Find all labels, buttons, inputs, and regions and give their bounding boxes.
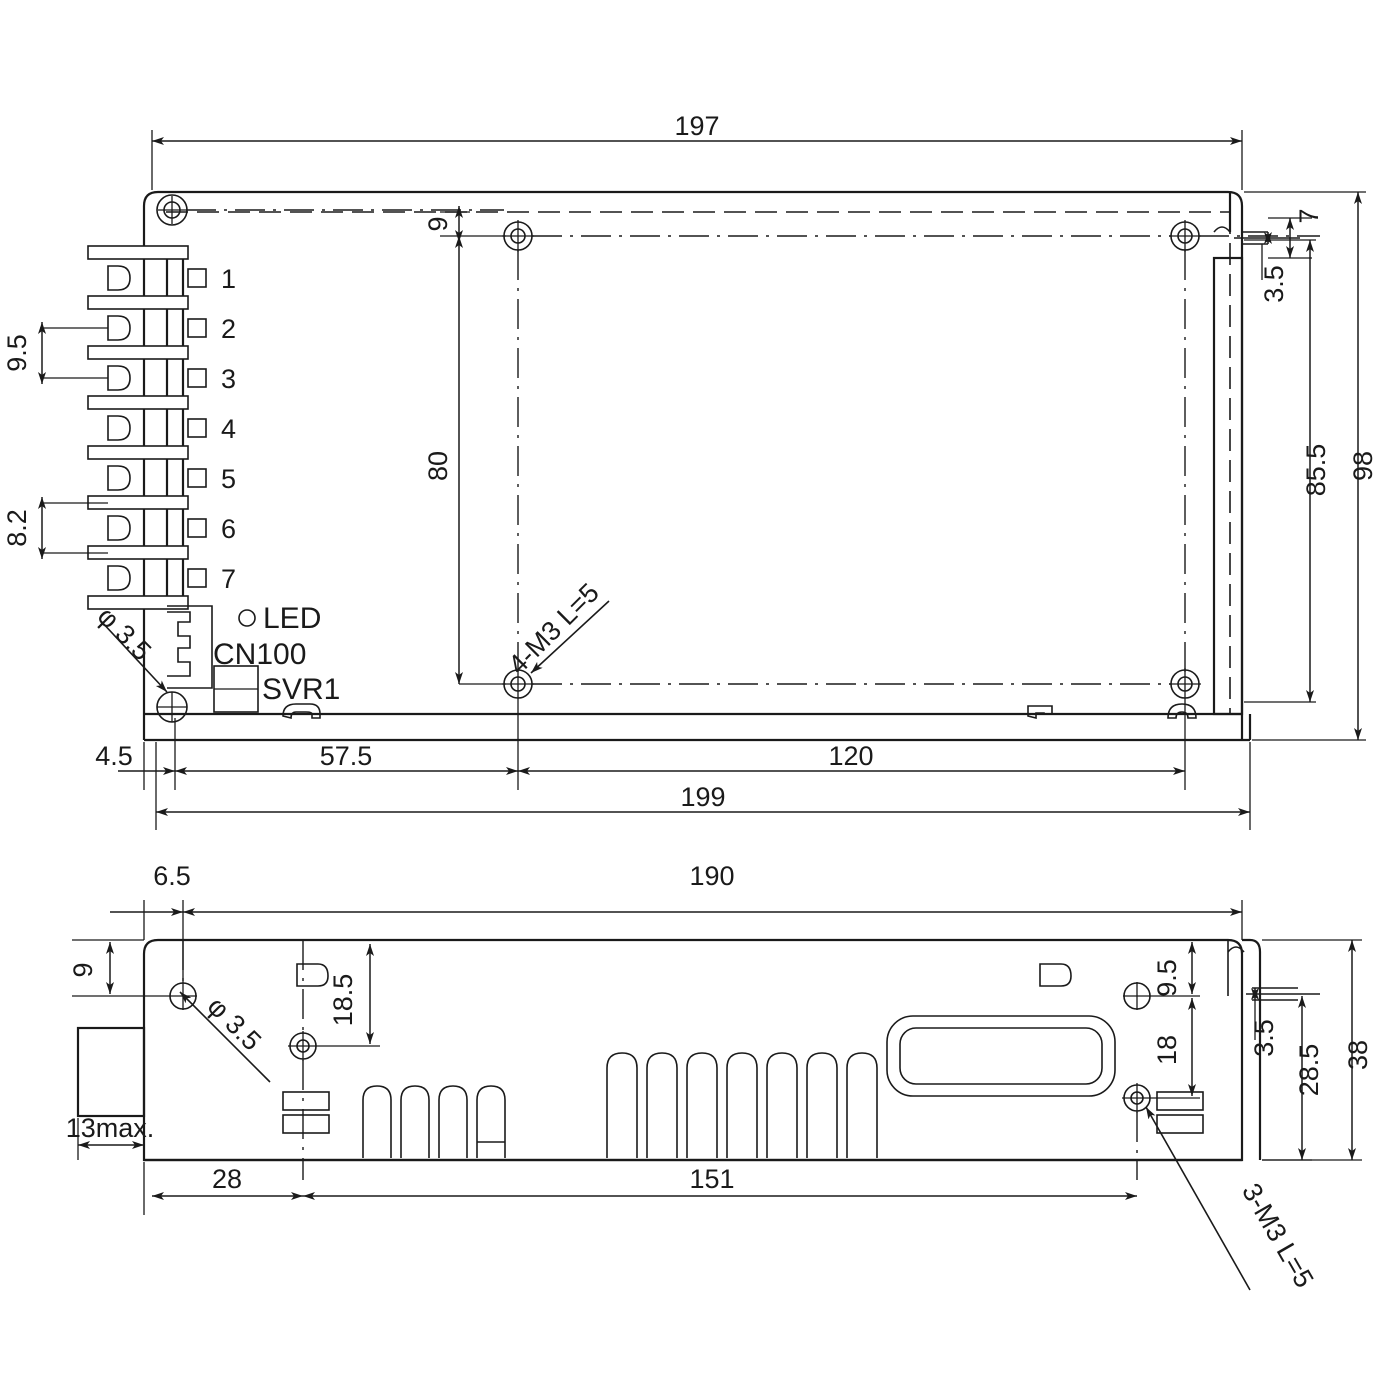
label-led: LED (263, 602, 321, 635)
dim-4p5 (118, 718, 176, 790)
leader-phi35-side (179, 991, 271, 1083)
dim-7 (1268, 217, 1312, 259)
callout-3-m3: 3-M3 L=5 (1236, 1178, 1319, 1292)
dim-label-18p5: 18.5 (328, 974, 358, 1027)
dim-label-9p5-side: 9.5 (1152, 959, 1182, 997)
dim-label-28p5: 28.5 (1294, 1044, 1324, 1097)
dim-197 (151, 130, 1243, 190)
dim-199 (155, 742, 1251, 830)
dim-190 (183, 900, 1243, 940)
bottom-flange-tabs (282, 703, 1197, 720)
dim-80 (455, 236, 506, 685)
side-view-label-plate (886, 1015, 1116, 1097)
dim-9p5-side (1151, 942, 1200, 997)
mount-hole-top-right (1169, 220, 1201, 252)
label-cn100: CN100 (213, 638, 306, 671)
terminal-pin-markers (187, 268, 207, 588)
dim-38 (1262, 939, 1362, 1161)
led-symbol (238, 609, 256, 627)
dim-label-120: 120 (828, 741, 873, 771)
dim-label-98: 98 (1348, 451, 1378, 481)
side-view-body-outline (142, 938, 1244, 1162)
dim-85p5 (1244, 239, 1316, 703)
terminal-separator-plates (87, 245, 189, 610)
pin-label-7: 7 (221, 564, 236, 594)
dim-57p5 (175, 700, 519, 790)
side-view-holes (169, 940, 1152, 1180)
dim-label-18-side: 18 (1152, 1035, 1182, 1065)
dim-label-9p5-terminal: 9.5 (2, 334, 32, 372)
terminal-screws (107, 265, 131, 591)
pin-label-3: 3 (221, 364, 236, 394)
leader-3-m3 (1145, 1106, 1251, 1291)
side-mount-hole-right-bottom (1122, 1083, 1152, 1113)
dim-label-151: 151 (689, 1164, 734, 1194)
corner-hole-top-left (156, 194, 188, 226)
svr1-potentiometer (213, 665, 259, 713)
callout-phi35-top: φ 3.5 (92, 601, 157, 666)
dim-3p5-top (1261, 232, 1272, 280)
pin-label-5: 5 (221, 464, 236, 494)
side-view-right-bracket (1227, 938, 1320, 1160)
side-mount-hole-right-top (1123, 982, 1151, 1010)
dim-label-28: 28 (212, 1164, 242, 1194)
dim-8p2-terminal (38, 497, 108, 559)
callout-4-m3: 4-M3 L=5 (502, 577, 604, 679)
dim-13max (77, 1118, 144, 1160)
dim-28 (143, 1162, 303, 1215)
dim-label-3p5-side: 3.5 (1249, 1019, 1279, 1057)
dim-label-6p5: 6.5 (153, 861, 191, 891)
corner-hole-bottom-left (156, 691, 188, 723)
terminal-block (87, 245, 207, 610)
leader-4-m3 (530, 600, 610, 674)
dim-label-197: 197 (674, 111, 719, 141)
pin-label-2: 2 (221, 314, 236, 344)
side-mount-hole-left (288, 1031, 318, 1061)
dim-label-4p5: 4.5 (95, 741, 133, 771)
side-view-vent-slots (282, 963, 1204, 1134)
mount-hole-top-left (502, 220, 534, 252)
side-view-terminal-cover (76, 1026, 146, 1118)
dim-18p5 (318, 944, 380, 1047)
dim-label-190: 190 (689, 861, 734, 891)
leader-phi35-top (99, 619, 168, 693)
dim-label-57p5: 57.5 (320, 741, 373, 771)
top-view-hidden-edges (166, 211, 1231, 714)
dim-9-side (72, 939, 169, 997)
dim-label-8p2-terminal: 8.2 (2, 509, 32, 547)
dim-label-80: 80 (423, 451, 453, 481)
dim-label-199: 199 (680, 782, 725, 812)
pin-label-1: 1 (221, 264, 236, 294)
dim-18-side (1152, 998, 1200, 1099)
dim-label-13max: 13max. (66, 1113, 155, 1143)
top-view-center-lines (186, 209, 1320, 685)
dim-98 (1244, 191, 1366, 741)
dim-label-9-side: 9 (68, 962, 98, 977)
cn100-connector (167, 605, 213, 689)
dim-label-9-top: 9 (423, 216, 453, 231)
dim-label-3p5-top: 3.5 (1259, 265, 1289, 303)
dim-label-7: 7 (1294, 208, 1324, 223)
side-view-heatsink-fins (362, 1052, 878, 1158)
mount-hole-bottom-right (1169, 668, 1201, 700)
dim-label-38: 38 (1343, 1040, 1373, 1070)
top-view-body-outline (142, 190, 1252, 742)
label-svr1: SVR1 (262, 673, 340, 706)
dim-120 (518, 700, 1186, 790)
dim-label-85p5: 85.5 (1301, 444, 1331, 497)
top-view-mounting-holes (156, 194, 1201, 723)
pin-label-4: 4 (221, 414, 236, 444)
pin-label-6: 6 (221, 514, 236, 544)
dim-9p5-terminal (38, 322, 108, 384)
